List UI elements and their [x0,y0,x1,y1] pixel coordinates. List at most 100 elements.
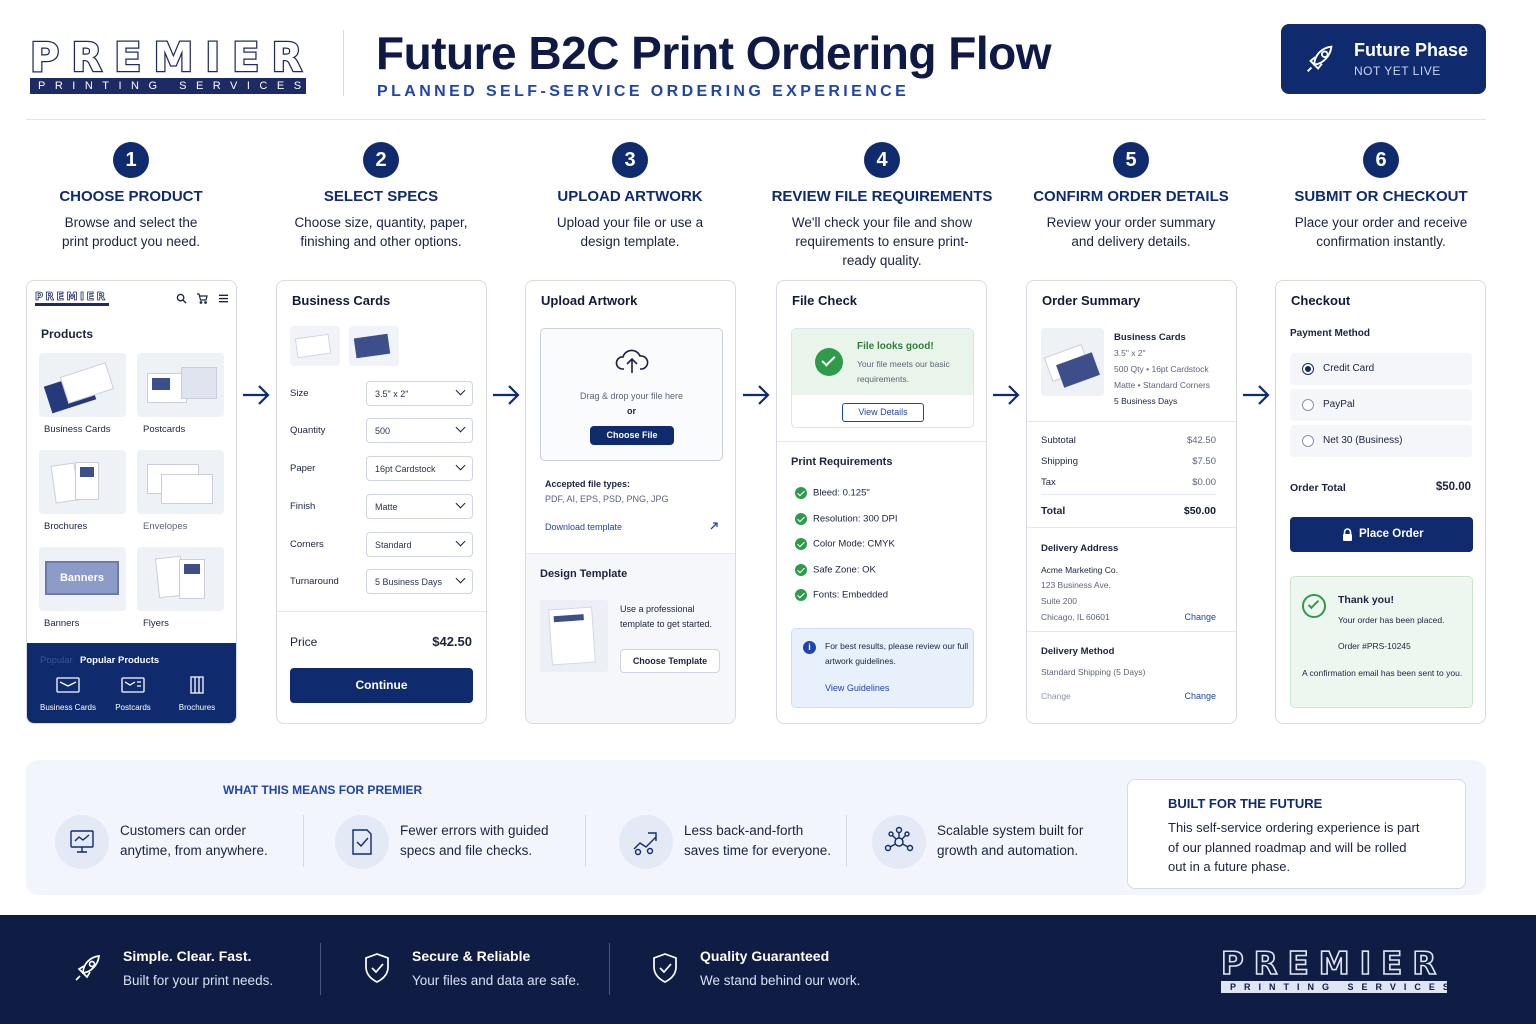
place-order-button[interactable]: Place Order [1290,517,1473,552]
view-guidelines-link[interactable]: View Guidelines [825,683,890,693]
popular-products-bar: Popular Popular Products Business Cards … [27,643,236,723]
turnaround-select[interactable]: 5 Business Days [366,569,473,594]
order-days: 5 Business Days [1114,396,1178,406]
benefit-text-line: Customers can order [120,823,247,838]
checklist-icon [335,815,389,869]
address-line: 123 Business Ave. [1041,580,1111,590]
row-value: $7.50 [1192,456,1216,467]
benefit-text-line: saves time for everyone. [684,843,832,858]
quantity-select[interactable]: 500 [366,418,473,443]
search-icon[interactable] [176,293,187,304]
products-card: PREMIER Products Business Cards Postcard… [26,280,237,724]
badge-title: Future Phase [1354,40,1469,60]
summary-card: Order Summary Business Cards 3.5" x 2" 5… [1026,280,1237,724]
brochure-icon [190,676,204,694]
benefit-divider [585,815,586,867]
accepted-label: Accepted file types: [545,479,631,489]
popular-item-business-cards[interactable]: Business Cards [37,675,99,712]
row-label: Tax [1041,477,1056,488]
address-line: Acme Marketing Co. [1041,565,1118,575]
finish-select[interactable]: Matte [366,494,473,519]
info-text: For best results, please review our full… [825,641,969,666]
paper-select[interactable]: 16pt Cardstock [366,456,473,481]
step-number: 6 [1363,142,1399,178]
radio-selected-icon [1302,363,1314,375]
menu-icon[interactable] [218,293,229,304]
requirement-item: Safe Zone: OK [795,564,876,576]
step-description: Upload your file or use a design templat… [556,215,704,249]
logo-tagline: PRINTING SERVICES [30,78,306,94]
turnaround-label: Turnaround [290,576,339,587]
continue-button[interactable]: Continue [290,668,473,703]
size-select[interactable]: 3.5" x 2" [366,381,473,406]
step-description: Browse and select the print product you … [61,215,201,249]
handshake-icon [619,815,673,869]
step-description: Place your order and receive confirmatio… [1294,215,1468,249]
order-spec-line: 500 Qty • 16pt Cardstock [1114,364,1209,374]
payment-option-paypal[interactable]: PayPal [1290,389,1472,421]
external-link-icon[interactable] [709,521,719,531]
choose-file-button[interactable]: Choose File [590,426,674,445]
footer-logo: PREMIER PRINTING SERVICES [1220,946,1449,993]
requirement-text: Safe Zone: OK [813,564,876,576]
download-template-link[interactable]: Download template [545,522,623,532]
requirements-heading: Print Requirements [791,456,893,468]
devices-icon [55,815,109,869]
arrow-right-icon [243,385,270,405]
quantity-value: 500 [375,426,391,436]
footer-desc: We stand behind our work. [700,973,861,988]
cart-icon[interactable] [196,292,208,304]
popular-item-label: Postcards [115,703,151,712]
quantity-label: Quantity [290,425,326,436]
product-label: Envelopes [143,521,188,532]
view-details-button[interactable]: View Details [842,403,924,422]
chevron-down-icon [455,536,466,547]
chevron-down-icon [455,460,466,471]
order-total-value: $50.00 [1435,481,1471,493]
summary-heading: Order Summary [1042,293,1141,308]
product-label: Postcards [143,424,186,435]
chevron-down-icon [455,385,466,396]
address-line: Suite 200 [1041,596,1077,606]
payment-option-net30[interactable]: Net 30 (Business) [1290,425,1472,457]
requirement-text: Bleed: 0.125" [813,487,870,499]
turnaround-value: 5 Business Days [375,577,443,587]
design-text: Use a professional template to get start… [620,604,713,629]
corners-select[interactable]: Standard [366,532,473,557]
shield-icon [365,953,389,983]
future-text: This self-service ordering experience is… [1168,820,1420,874]
address-heading: Delivery Address [1041,543,1119,554]
requirement-text: Resolution: 300 DPI [813,513,898,525]
change-address-link[interactable]: Change [1184,612,1216,622]
payment-option-credit-card[interactable]: Credit Card [1290,353,1472,385]
step-number: 3 [612,142,648,178]
check-icon [795,589,807,601]
product-label: Banners [44,618,80,629]
step-number: 2 [363,142,399,178]
mini-logo: PREMIER [35,290,108,304]
card-back-image [349,326,399,366]
checkout-heading: Checkout [1291,293,1351,308]
file-dropzone[interactable]: Drag & drop your file here or Choose Fil… [540,328,723,461]
chevron-down-icon [455,573,466,584]
step-number: 5 [1113,142,1149,178]
benefit-text-line: Scalable system built for [937,823,1084,838]
change-method-text[interactable]: Change [1041,691,1071,701]
success-check-icon [815,348,843,376]
requirement-text: Fonts: Embedded [813,589,888,601]
paper-label: Paper [290,463,316,474]
postcard-icon [121,677,145,693]
step-title: CHOOSE PRODUCT [59,188,203,205]
footer-desc: Built for your print needs. [123,973,274,988]
corners-value: Standard [375,540,412,550]
change-method-link[interactable]: Change [1184,691,1216,701]
requirement-item: Bleed: 0.125" [795,487,870,499]
popular-item-postcards[interactable]: Postcards [102,675,164,712]
postcards-image [137,353,224,417]
requirement-item: Resolution: 300 DPI [795,513,898,525]
popular-item-brochures[interactable]: Brochures [166,675,228,712]
choose-template-button[interactable]: Choose Template [620,649,720,673]
